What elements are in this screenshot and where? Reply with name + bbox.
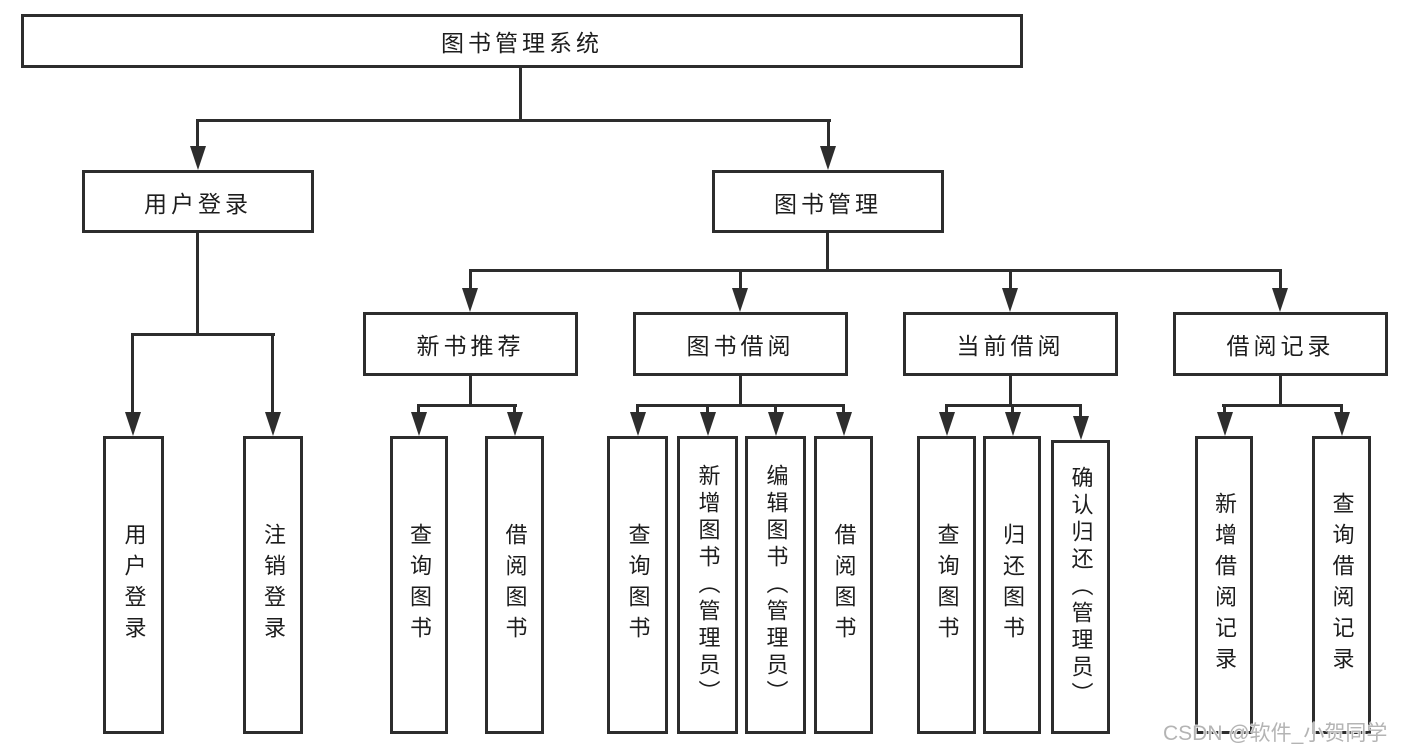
leaf-logout-label: 注销登录 <box>261 523 286 647</box>
leaf-current-query: 查询图书 <box>917 436 976 734</box>
leaf-current-return-label: 归还图书 <box>1000 523 1025 647</box>
connector-drop-new-book <box>469 272 472 288</box>
leaf-current-query-label: 查询图书 <box>934 523 960 647</box>
arrowhead-bb3 <box>768 412 784 436</box>
node-current-borrow: 当前借阅 <box>903 312 1118 376</box>
node-root-label: 图书管理系统 <box>441 30 603 56</box>
arrowhead-book-management <box>820 146 836 170</box>
arrowhead-bb2 <box>700 412 716 436</box>
connector-drop-current-borrow <box>1009 272 1012 288</box>
arrowhead-leaf-user-login <box>125 412 141 436</box>
leaf-user-login-label: 用户登录 <box>121 523 147 647</box>
connector-drop-newbook-borrow <box>513 407 516 413</box>
node-user-login-label: 用户登录 <box>144 190 252 217</box>
leaf-borrow-edit-admin-label: 编辑图书（管理员） <box>763 463 789 707</box>
connector-bookborrow-branch <box>636 404 845 407</box>
leaf-record-add: 新增借阅记录 <box>1195 436 1253 734</box>
leaf-user-login: 用户登录 <box>103 436 164 734</box>
leaf-borrow-book: 借阅图书 <box>814 436 873 734</box>
arrowhead-bb1 <box>630 412 646 436</box>
connector-bookborrow-stem <box>739 376 742 406</box>
arrowhead-newbook-query <box>411 412 427 436</box>
node-root: 图书管理系统 <box>21 14 1023 68</box>
arrowhead-br1 <box>1217 412 1233 436</box>
connector-drop-leaf-user-login <box>131 336 134 412</box>
connector-currentborrow-branch <box>945 404 1082 407</box>
connector-newbook-stem <box>469 376 472 406</box>
connector-bookmgmt-stem <box>826 233 829 272</box>
leaf-newbook-borrow: 借阅图书 <box>485 436 544 734</box>
node-new-book-recommend-label: 新书推荐 <box>416 333 525 359</box>
connector-userlogin-branch <box>131 333 275 336</box>
arrowhead-user-login <box>190 146 206 170</box>
csdn-watermark: CSDN @软件_小贺同学 <box>1163 722 1388 745</box>
arrowhead-cb3 <box>1073 416 1089 440</box>
connector-drop-newbook-query <box>417 407 420 413</box>
arrowhead-book-borrow <box>732 288 748 312</box>
node-new-book-recommend: 新书推荐 <box>363 312 578 376</box>
connector-drop-bb3 <box>774 407 777 413</box>
node-borrow-record-label: 借阅记录 <box>1226 333 1335 359</box>
arrowhead-leaf-logout <box>265 412 281 436</box>
arrowhead-newbook-borrow <box>507 412 523 436</box>
leaf-borrow-book-label: 借阅图书 <box>831 523 857 647</box>
arrowhead-br2 <box>1334 412 1350 436</box>
leaf-borrow-add-admin-label: 新增图书（管理员） <box>695 463 721 707</box>
connector-bookmgmt-branch <box>469 269 1282 272</box>
leaf-newbook-query: 查询图书 <box>390 436 448 734</box>
connector-borrowrecord-stem <box>1279 376 1282 406</box>
leaf-newbook-borrow-label: 借阅图书 <box>502 523 528 647</box>
arrowhead-new-book <box>462 288 478 312</box>
leaf-borrow-query-label: 查询图书 <box>625 523 651 647</box>
leaf-record-query-label: 查询借阅记录 <box>1329 492 1355 678</box>
connector-drop-bb1 <box>636 407 639 413</box>
connector-drop-bb4 <box>842 407 845 413</box>
connector-userlogin-stem <box>196 233 199 336</box>
connector-newbook-branch <box>417 404 517 407</box>
leaf-record-add-label: 新增借阅记录 <box>1212 492 1237 678</box>
node-book-management-label: 图书管理 <box>774 190 882 217</box>
arrowhead-bb4 <box>836 412 852 436</box>
connector-drop-leaf-logout <box>271 336 274 412</box>
node-current-borrow-label: 当前借阅 <box>956 333 1065 359</box>
node-book-borrow-label: 图书借阅 <box>686 333 795 359</box>
connector-drop-book-management <box>827 122 830 148</box>
leaf-current-confirm-admin-label: 确认归还（管理员） <box>1068 465 1094 709</box>
leaf-borrow-add-admin: 新增图书（管理员） <box>677 436 738 734</box>
connector-borrowrecord-branch <box>1222 404 1343 407</box>
connector-drop-br1 <box>1223 407 1226 413</box>
arrowhead-cb1 <box>939 412 955 436</box>
leaf-current-return: 归还图书 <box>983 436 1041 734</box>
leaf-newbook-query-label: 查询图书 <box>407 523 432 647</box>
connector-drop-cb1 <box>945 407 948 413</box>
arrowhead-current-borrow <box>1002 288 1018 312</box>
node-book-borrow: 图书借阅 <box>633 312 848 376</box>
connector-root-stem <box>519 68 522 122</box>
connector-drop-book-borrow <box>739 272 742 288</box>
connector-root-branch <box>196 119 831 122</box>
node-book-management: 图书管理 <box>712 170 944 233</box>
node-borrow-record: 借阅记录 <box>1173 312 1388 376</box>
connector-currentborrow-stem <box>1009 376 1012 406</box>
arrowhead-borrow-record <box>1272 288 1288 312</box>
leaf-borrow-edit-admin: 编辑图书（管理员） <box>745 436 806 734</box>
connector-drop-cb2 <box>1011 407 1014 413</box>
connector-drop-bb2 <box>706 407 709 413</box>
connector-drop-borrow-record <box>1279 272 1282 288</box>
leaf-logout: 注销登录 <box>243 436 303 734</box>
leaf-borrow-query: 查询图书 <box>607 436 668 734</box>
connector-drop-br2 <box>1340 407 1343 413</box>
leaf-current-confirm-admin: 确认归还（管理员） <box>1051 440 1110 734</box>
arrowhead-cb2 <box>1005 412 1021 436</box>
leaf-record-query: 查询借阅记录 <box>1312 436 1371 734</box>
connector-drop-user-login <box>196 122 199 148</box>
node-user-login: 用户登录 <box>82 170 314 233</box>
connector-drop-cb3 <box>1079 407 1082 417</box>
